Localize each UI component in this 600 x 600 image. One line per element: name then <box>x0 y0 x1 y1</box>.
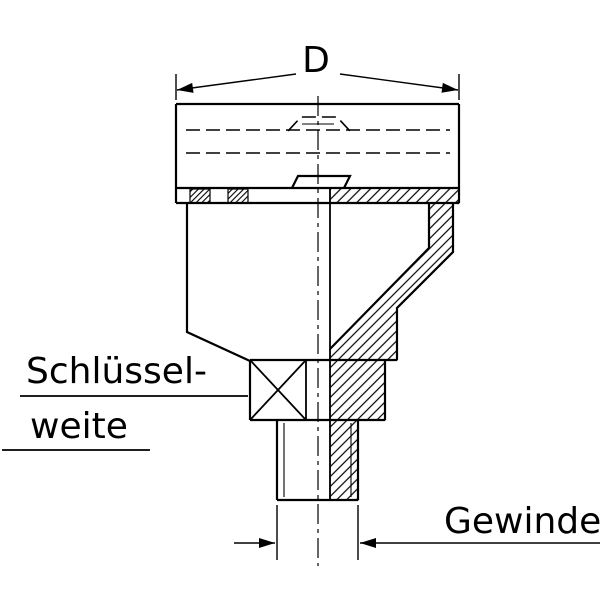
schluesselweite-label-line2: weite <box>30 406 128 447</box>
funnel-left-outline <box>185 203 251 362</box>
cap-dome-hidden-outline <box>287 116 351 132</box>
funnel-wall-section-hatch <box>329 202 454 361</box>
thread-stub-section-hatch <box>329 419 359 501</box>
schluesselweite-label-line1: Schlüssel- <box>26 351 207 392</box>
dimension-d: D <box>175 40 460 100</box>
dimension-leader-right <box>339 73 459 93</box>
label-schluesselweite: Schlüssel- weite <box>2 351 248 451</box>
gewinde-label: Gewinde <box>444 501 600 542</box>
hex-section-hatch <box>329 359 386 421</box>
funnel-right-inner-outline <box>329 203 431 350</box>
section-hatch-regions <box>189 187 460 501</box>
dimension-d-label: D <box>302 40 330 81</box>
dimension-leader-left <box>176 73 297 93</box>
flat-face-cross-marks <box>249 359 307 421</box>
flange-seal-hatch-right <box>227 188 249 204</box>
funnel-right-outer-outline <box>395 203 455 360</box>
center-boss-outline <box>291 174 352 189</box>
flange-seal-hatch-left <box>189 188 211 204</box>
body-outline <box>174 102 461 500</box>
thread-stub <box>275 420 360 502</box>
flange-section-hatch <box>329 187 460 204</box>
dimension-thread: Gewinde <box>234 501 600 560</box>
